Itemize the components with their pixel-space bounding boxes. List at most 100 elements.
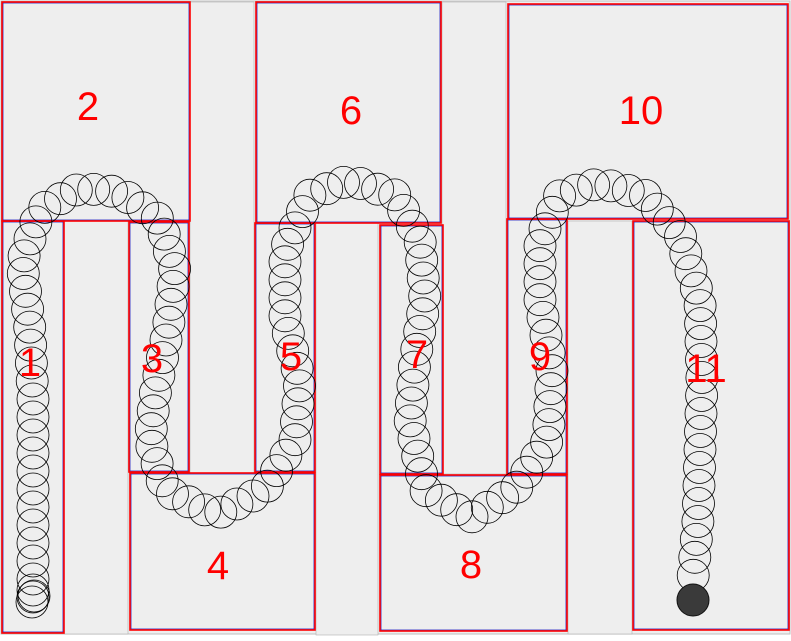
trail-circle bbox=[682, 487, 715, 520]
region-label-1: 1 bbox=[19, 341, 41, 385]
trail-circle bbox=[523, 247, 557, 281]
trail-circle bbox=[669, 237, 703, 271]
trail-circle bbox=[533, 390, 567, 424]
trail-circle bbox=[530, 425, 563, 459]
trail-circle bbox=[236, 479, 270, 513]
trail-circle bbox=[158, 252, 192, 286]
region-4 bbox=[129, 472, 316, 631]
trail-circle bbox=[271, 316, 305, 350]
trail-circle bbox=[678, 540, 712, 574]
circle-trail bbox=[6, 165, 719, 619]
trail-circle bbox=[9, 274, 42, 308]
corridor-gap bbox=[315, 222, 379, 636]
region-2 bbox=[1, 1, 191, 222]
trail-circle bbox=[523, 265, 557, 299]
trail-circle bbox=[135, 429, 169, 463]
trail-circle bbox=[344, 167, 377, 200]
trail-circle bbox=[145, 464, 179, 498]
trail-circle bbox=[286, 195, 319, 229]
region-label-9: 9 bbox=[529, 335, 551, 379]
trail-circle bbox=[440, 493, 474, 527]
region-label-10: 10 bbox=[619, 89, 664, 133]
trail-circle bbox=[629, 179, 662, 212]
region-inner-border-2 bbox=[2, 2, 190, 221]
region-inner-border-6 bbox=[256, 2, 441, 223]
trail-circle bbox=[406, 297, 440, 331]
region-label-3: 3 bbox=[141, 337, 163, 381]
trail-circle bbox=[523, 283, 557, 317]
trail-circle bbox=[683, 289, 717, 323]
trail-circle bbox=[271, 227, 305, 261]
trail-circle bbox=[684, 397, 718, 430]
trail-circle bbox=[682, 469, 716, 502]
trail-circle bbox=[534, 372, 568, 406]
trail-circle bbox=[486, 481, 520, 515]
trail-circle bbox=[327, 165, 360, 199]
trail-circle bbox=[685, 379, 718, 412]
trail-circle bbox=[13, 222, 47, 256]
trail-circle bbox=[400, 332, 434, 366]
end-marker bbox=[676, 583, 710, 617]
trail-circle bbox=[681, 505, 715, 538]
trail-circle bbox=[529, 318, 563, 352]
trail-circle bbox=[59, 173, 93, 207]
trail-circle bbox=[281, 387, 315, 421]
trail-circle bbox=[395, 209, 429, 243]
trail-circle bbox=[11, 292, 45, 326]
trail-circle bbox=[16, 544, 50, 578]
trail-circle bbox=[408, 279, 442, 313]
trail-circle bbox=[393, 404, 427, 438]
trail-circle bbox=[6, 257, 40, 290]
trail-circle bbox=[16, 418, 50, 452]
region-label-7: 7 bbox=[406, 333, 428, 377]
trail-circle bbox=[361, 172, 395, 206]
trail-circle bbox=[405, 243, 439, 277]
corridor-gap bbox=[567, 220, 633, 635]
trail-circle bbox=[268, 263, 302, 297]
trail-circle bbox=[280, 405, 313, 439]
region-inner-border-1 bbox=[2, 221, 64, 633]
trail-circle bbox=[535, 354, 569, 388]
corridor-gap bbox=[189, 1, 255, 474]
trail-circle bbox=[16, 382, 50, 416]
trail-circle bbox=[172, 485, 206, 519]
trail-circle bbox=[310, 172, 344, 206]
region-inner-border-8 bbox=[380, 475, 567, 631]
trail-circle bbox=[685, 361, 719, 394]
trail-circle bbox=[154, 287, 188, 321]
trail-circle bbox=[406, 261, 440, 295]
region-label-2: 2 bbox=[77, 85, 99, 129]
trail-circle bbox=[188, 493, 222, 527]
trail-circle bbox=[532, 336, 566, 370]
trail-circle bbox=[455, 500, 489, 534]
trail-circle bbox=[152, 305, 186, 339]
trail-circle bbox=[535, 195, 569, 229]
trail-circle bbox=[652, 206, 686, 240]
trail-circle bbox=[278, 211, 312, 245]
trail-circle bbox=[470, 490, 504, 524]
trail-circle bbox=[401, 439, 435, 473]
corridor-gap bbox=[63, 220, 129, 635]
trail-circle bbox=[685, 343, 718, 376]
region-inner-border-7 bbox=[380, 225, 443, 474]
trail-circle bbox=[396, 368, 430, 402]
trail-circle bbox=[684, 307, 717, 341]
trail-circle bbox=[17, 579, 51, 613]
trail-circle bbox=[559, 173, 593, 207]
trail-circle bbox=[152, 234, 186, 268]
trail-circle bbox=[16, 454, 50, 488]
region-label-5: 5 bbox=[280, 335, 302, 379]
trail-circle bbox=[156, 269, 190, 303]
trail-circle bbox=[14, 328, 48, 362]
trail-circle bbox=[403, 225, 437, 259]
trail-circle bbox=[280, 351, 314, 385]
trail-circle bbox=[149, 323, 183, 357]
trail-circle bbox=[523, 229, 557, 263]
trail-circle bbox=[13, 310, 47, 344]
trail-circle bbox=[134, 412, 168, 446]
trail-circle bbox=[136, 394, 170, 428]
trail-circle bbox=[683, 451, 716, 484]
